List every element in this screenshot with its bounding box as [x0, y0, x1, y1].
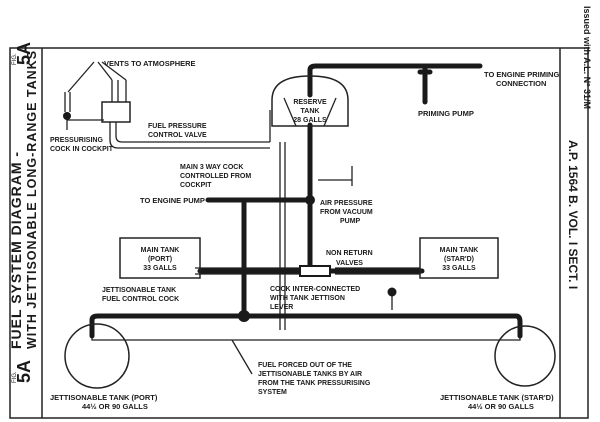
label-main-stbd-galls: 33 GALLS	[442, 265, 476, 272]
label-non-return: NON RETURN	[326, 250, 373, 257]
label-from-pressurising: FROM THE TANK PRESSURISING	[258, 380, 371, 387]
issued-with-text: Issued with A.L. Nº 31/M	[582, 6, 592, 109]
label-reserve-galls: 28 GALLS	[293, 117, 327, 124]
label-reserve-tank: TANK	[301, 108, 320, 115]
fig-label-top: FIG.	[12, 371, 18, 383]
label-valves: VALVES	[336, 260, 363, 267]
label-from-vacuum: FROM VACUUM	[320, 209, 373, 216]
label-fuel-forced: FUEL FORCED OUT OF THE	[258, 362, 352, 369]
interconnected-cock-icon	[387, 287, 397, 297]
label-priming-pump: PRIMING PUMP	[418, 109, 474, 118]
label-jett-port-galls: 44½ OR 90 GALLS	[82, 402, 148, 411]
label-main-port-side: (PORT)	[148, 256, 172, 263]
label-jettisonable-tank: JETTISONABLE TANK	[102, 287, 176, 294]
label-with-tank-jettison: WITH TANK JETTISON	[270, 295, 345, 302]
air-lines	[64, 61, 521, 375]
label-main-stbd-side: (STAR'D)	[444, 256, 474, 263]
jettisonable-fuel-control-cock-icon	[238, 310, 250, 322]
label-main-stbd: MAIN TANK	[440, 247, 479, 254]
jettisonable-tank-port	[64, 323, 130, 389]
label-cock-in-cockpit: COCK IN COCKPIT	[50, 146, 114, 153]
left-margin-title: FIG. 5A FUEL SYSTEM DIAGRAM - WITH JETTI…	[8, 42, 39, 383]
label-pump: PUMP	[340, 218, 361, 225]
label-main-port-galls: 33 GALLS	[143, 265, 177, 272]
main-tank-port	[119, 237, 201, 279]
label-cockpit: COCKPIT	[180, 182, 212, 189]
diagram-title-line1: FUEL SYSTEM DIAGRAM -	[8, 151, 24, 349]
reserve-tank	[271, 75, 349, 127]
label-controlled-from: CONTROLLED FROM	[180, 173, 251, 180]
non-return-valves	[299, 265, 331, 277]
jettisonable-tank-starboard	[494, 325, 556, 387]
label-control-valve: CONTROL VALVE	[148, 132, 207, 139]
label-engine-pump: TO ENGINE PUMP	[140, 196, 205, 205]
label-priming-connection: CONNECTION	[496, 79, 546, 88]
label-lever: LEVER	[270, 304, 293, 311]
label-reserve: RESERVE	[293, 99, 327, 106]
fig-number-bottom: 5A	[14, 42, 34, 65]
ap-reference-text: A.P. 1564 B. VOL. I SECT. I	[566, 140, 580, 289]
pressurising-cock-icon	[63, 112, 71, 120]
label-jettisonable-by-air: JETTISONABLE TANKS BY AIR	[258, 371, 362, 378]
main-tank-starboard	[419, 237, 499, 279]
ap-reference: A.P. 1564 B. VOL. I SECT. I	[566, 140, 580, 289]
label-fuel-control-cock: FUEL CONTROL COCK	[102, 296, 179, 303]
labels: VENTS TO ATMOSPHERE FUEL PRESSURE CONTRO…	[50, 59, 559, 411]
label-air-pressure: AIR PRESSURE	[320, 200, 373, 207]
label-vents: VENTS TO ATMOSPHERE	[104, 59, 196, 68]
label-jett-stbd-galls: 44½ OR 90 GALLS	[468, 402, 534, 411]
issued-with-note: Issued with A.L. Nº 31/M	[582, 6, 592, 109]
fig-number-top: 5A	[14, 360, 34, 383]
label-jett-port: JETTISONABLE TANK (PORT)	[50, 393, 158, 402]
label-engine-priming: TO ENGINE PRIMING	[484, 70, 559, 79]
fuel-lines	[89, 63, 523, 339]
label-pressurising: PRESSURISING	[50, 137, 103, 144]
diagram-title-line2: WITH JETTISONABLE LONG-RANGE TANKS	[25, 50, 39, 349]
diagram-border	[9, 47, 589, 419]
label-main-3-way: MAIN 3 WAY COCK	[180, 164, 243, 171]
main-3-way-cock-icon	[305, 195, 315, 205]
label-fuel-pressure: FUEL PRESSURE	[148, 123, 207, 130]
fig-label-bottom: FIG.	[12, 53, 18, 65]
label-cock-interconnected: COCK INTER-CONNECTED	[270, 286, 360, 293]
label-jett-stbd: JETTISONABLE TANK (STAR'D)	[440, 393, 554, 402]
fuel-pressure-control-valve	[101, 101, 131, 123]
label-main-port: MAIN TANK	[141, 247, 180, 254]
label-system: SYSTEM	[258, 389, 287, 396]
